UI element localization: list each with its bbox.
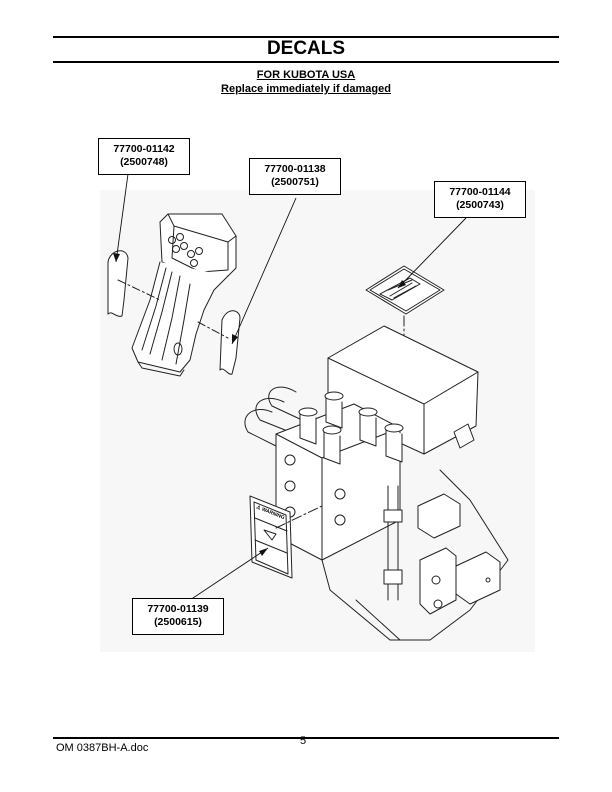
part-number: 77700-01142: [113, 143, 175, 155]
footer-document-id: OM 0387BH-A.doc: [56, 742, 149, 754]
arrowhead-01138: [232, 334, 238, 344]
callout-77700-01144: 77700-01144 (2500743): [434, 181, 526, 218]
footer-page-number: 5: [300, 735, 307, 747]
header-top-rule: [53, 36, 559, 38]
arrowhead-01139: [259, 548, 268, 556]
alt-part-number: (2500743): [456, 199, 504, 211]
leader-line-01139: [189, 547, 269, 601]
callout-77700-01139: 77700-01139 (2500615): [132, 598, 224, 635]
leader-line-01142: [115, 173, 129, 263]
top-decal-drawing: [365, 265, 445, 315]
page-title: DECALS: [266, 38, 346, 59]
callout-77700-01138: 77700-01138 (2500751): [249, 158, 341, 195]
header-bottom-rule: [53, 61, 559, 63]
hand-control-drawing: [107, 213, 241, 377]
warning-decal-drawing: [249, 495, 293, 579]
alt-part-number: (2500751): [271, 176, 319, 188]
part-number: 77700-01138: [264, 163, 326, 175]
alt-part-number: (2500748): [120, 156, 168, 168]
footer-rule: [53, 737, 559, 739]
valve-assembly-drawing: [244, 325, 509, 641]
callout-77700-01142: 77700-01142 (2500748): [98, 138, 190, 175]
alt-part-number: (2500615): [154, 616, 202, 628]
subtitle-kubota: FOR KUBOTA USA: [256, 69, 356, 81]
part-number: 77700-01144: [449, 186, 511, 198]
subtitle-replace-notice: Replace immediately if damaged: [221, 83, 391, 95]
arrowhead-01144: [398, 280, 406, 288]
leader-line-01138: [231, 197, 297, 345]
leader-line-01144: [397, 217, 467, 289]
part-number: 77700-01139: [147, 603, 209, 615]
arrowhead-01142: [113, 253, 120, 262]
